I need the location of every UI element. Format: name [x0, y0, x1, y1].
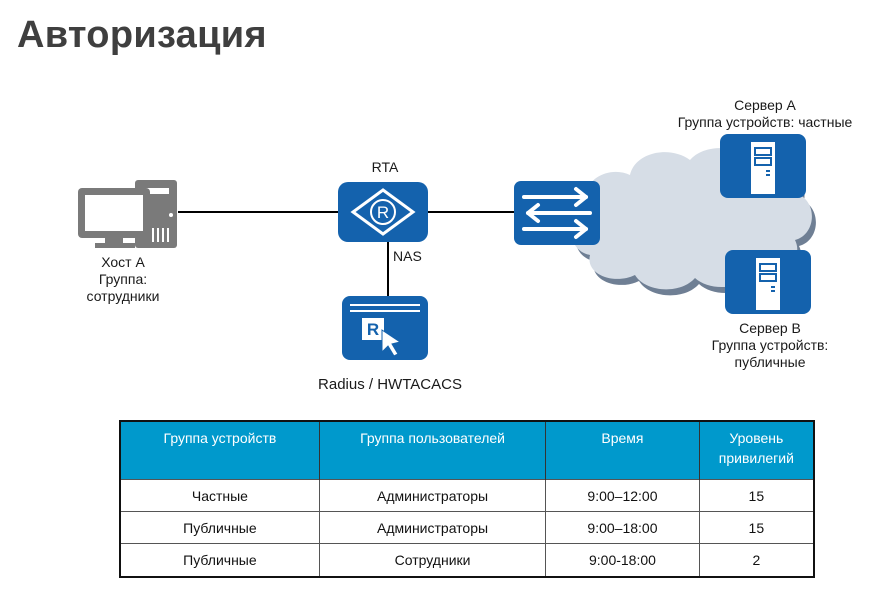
cell-user-group: Сотрудники — [318, 543, 547, 578]
cell-user-group: Администраторы — [318, 479, 547, 512]
switch-icon — [514, 181, 600, 245]
server-b-group-value: публичные — [734, 354, 806, 370]
auth-server-icon: R — [342, 296, 428, 360]
header-time: Время — [545, 421, 700, 480]
server-b-group-label: Группа устройств: — [711, 337, 829, 353]
server-a-label: Сервер А Группа устройств: частные — [660, 97, 870, 131]
host-computer-icon — [78, 180, 177, 248]
cell-privilege-level: 2 — [698, 543, 815, 578]
host-group-label: Группа: — [98, 271, 148, 287]
table-row: Публичные Администраторы 9:00–18:00 15 — [119, 511, 815, 544]
link-router-switch — [428, 211, 518, 213]
cell-time: 9:00–12:00 — [545, 479, 700, 512]
host-name: Хост А — [101, 254, 145, 270]
router-name: RTA — [371, 159, 399, 175]
link-host-router — [178, 211, 338, 213]
server-b-name: Сервер В — [739, 320, 801, 336]
server-a-icon — [720, 134, 806, 198]
router-icon: R — [338, 182, 428, 242]
cell-device-group: Публичные — [119, 511, 320, 544]
cell-time: 9:00–18:00 — [545, 511, 700, 544]
router-role: NAS — [393, 248, 422, 264]
cell-privilege-level: 15 — [698, 511, 815, 544]
cell-time: 9:00-18:00 — [545, 543, 700, 578]
host-group-value: сотрудники — [86, 288, 160, 304]
svg-text:R: R — [377, 203, 389, 222]
table-header-row: Группа устройств Группа пользователей Вр… — [119, 421, 815, 480]
table-row: Публичные Сотрудники 9:00-18:00 2 — [119, 543, 815, 578]
server-a-name: Сервер А — [734, 97, 796, 113]
server-b-icon — [725, 250, 811, 314]
cell-privilege-level: 15 — [698, 479, 815, 512]
page-title: Авторизация — [17, 14, 267, 56]
link-router-auth-server — [387, 240, 389, 298]
header-device-group: Группа устройств — [119, 421, 320, 480]
cell-device-group: Публичные — [119, 543, 320, 578]
host-label: Хост А Группа: сотрудники — [78, 254, 168, 305]
server-a-group: Группа устройств: частные — [677, 114, 853, 130]
header-user-group: Группа пользователей — [318, 421, 547, 480]
cell-device-group: Частные — [119, 479, 320, 512]
server-b-label: Сервер В Группа устройств: публичные — [690, 320, 850, 371]
header-privilege-level: Уровень привилегий — [698, 421, 815, 480]
auth-server-label: Radius / HWTACACS — [318, 376, 462, 393]
table-row: Частные Администраторы 9:00–12:00 15 — [119, 479, 815, 512]
cell-user-group: Администраторы — [318, 511, 547, 544]
authorization-table: Группа устройств Группа пользователей Вр… — [119, 420, 815, 578]
svg-text:R: R — [367, 320, 379, 339]
